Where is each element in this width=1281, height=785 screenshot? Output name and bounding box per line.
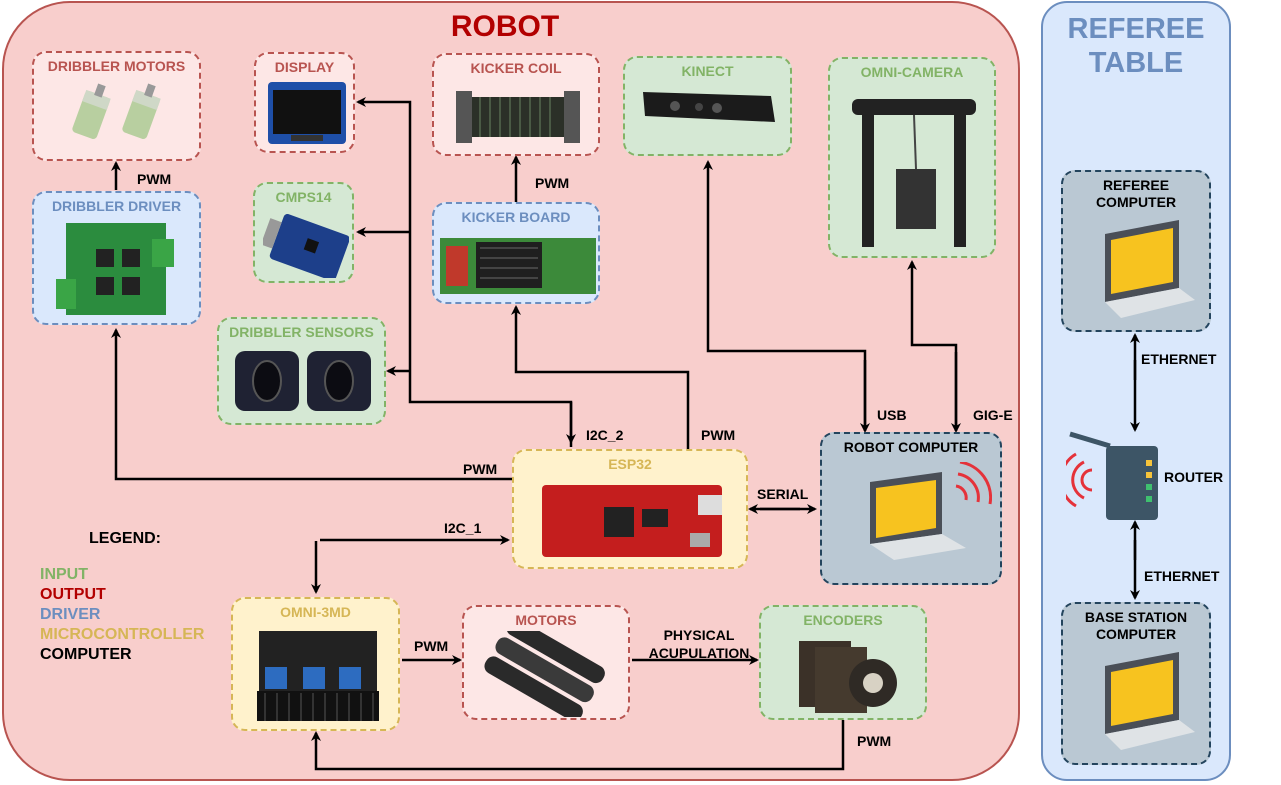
referee-table-title: REFEREE TABLE — [1067, 13, 1205, 79]
dribbler-driver-icon — [56, 223, 174, 315]
kicker-coil-icon — [456, 91, 580, 143]
referee-computer-block: REFEREE COMPUTER — [1061, 170, 1211, 332]
laptop-wifi-icon — [870, 462, 992, 560]
base-station-computer-block: BASE STATION COMPUTER — [1061, 602, 1211, 765]
usb-label: USB — [877, 407, 907, 423]
wire-esp32-to-kicker-board — [511, 305, 690, 449]
legend-input: INPUT — [40, 566, 88, 583]
pwm-label: PWM — [857, 733, 892, 749]
pwm-label: PWM — [701, 427, 736, 443]
kinect-block: KINECT — [623, 56, 792, 156]
router-label: ROUTER — [1164, 469, 1224, 485]
wire-omni-camera — [907, 260, 958, 430]
pwm-label: PWM — [463, 461, 498, 477]
kicker-board-icon — [440, 238, 596, 294]
dribbler-sensors-block: DRIBBLER SENSORS — [217, 317, 386, 425]
esp32-block: ESP32 — [512, 449, 748, 569]
gige-label: GIG-E — [973, 407, 1013, 423]
kinect-icon — [643, 92, 775, 122]
robot-computer-block: ROBOT COMPUTER — [820, 432, 1002, 585]
oled-display-icon — [268, 82, 346, 144]
dribbler-sensors-icon — [235, 351, 371, 411]
dribbler-motors-icon — [72, 83, 161, 139]
motors-icon — [484, 631, 605, 717]
legend-title: LEGEND: — [89, 530, 161, 547]
legend-computer: COMPUTER — [40, 646, 132, 663]
omni-3md-block: OMNI-3MD — [231, 597, 400, 731]
pwm-label: PWM — [535, 175, 570, 191]
serial-label: SERIAL — [757, 486, 809, 502]
laptop-icon — [1105, 652, 1195, 750]
omni-3md-board-icon — [257, 631, 379, 721]
pwm-label: PWM — [414, 638, 449, 654]
dribbler-motors-block: DRIBBLER MOTORS — [32, 51, 201, 161]
legend-microcontroller: MICROCONTROLLER — [40, 626, 205, 643]
omni-camera-block: OMNI-CAMERA — [828, 57, 996, 258]
kicker-coil-block: KICKER COIL — [432, 53, 600, 156]
esp32-board-icon — [542, 485, 722, 557]
legend-driver: DRIVER — [40, 606, 101, 623]
robot-title: ROBOT — [450, 10, 560, 43]
laptop-icon — [1105, 220, 1195, 318]
dribbler-driver-block: DRIBBLER DRIVER — [32, 191, 201, 325]
i2c-1-label: I2C_1 — [444, 520, 482, 536]
wire-esp32-to-dribbler-driver — [111, 328, 512, 481]
legend-output: OUTPUT — [40, 586, 106, 603]
encoders-block: ENCODERS — [759, 605, 927, 720]
omni-camera-icon — [852, 99, 976, 247]
cmps14-block: CMPS14 — [253, 182, 354, 283]
motors-block: MOTORS — [462, 605, 630, 720]
display-block: DISPLAY — [254, 52, 355, 153]
ethernet-label: ETHERNET — [1144, 568, 1220, 584]
cmps14-icon — [263, 214, 349, 278]
ethernet-label: ETHERNET — [1141, 351, 1217, 367]
wire-encoders-to-omni3md — [311, 720, 845, 771]
pwm-label: PWM — [137, 171, 172, 187]
router-icon — [1066, 431, 1158, 520]
physical-acupulation-label: PHYSICAL ACUPULATION — [648, 627, 750, 661]
encoders-icon — [799, 641, 897, 713]
kicker-board-block: KICKER BOARD — [432, 202, 600, 304]
i2c-2-label: I2C_2 — [586, 427, 624, 443]
